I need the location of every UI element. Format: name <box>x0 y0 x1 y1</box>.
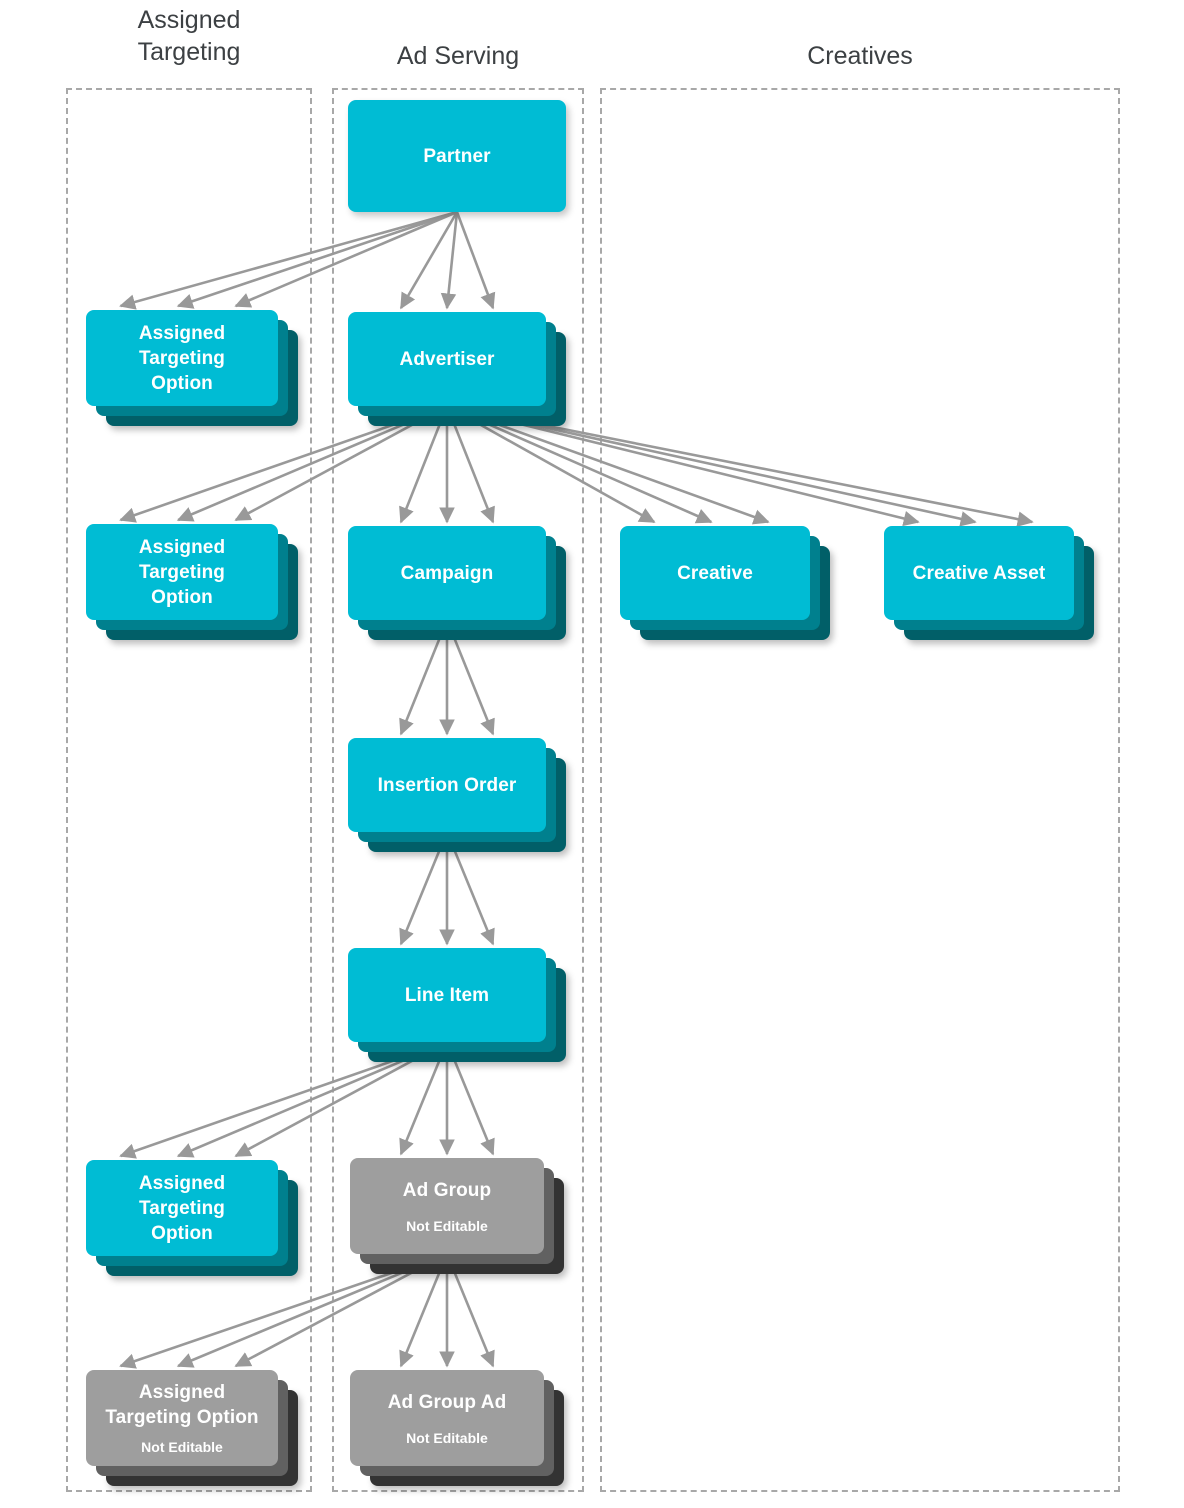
node-ato-partner-label: Assigned Targeting Option <box>139 321 225 396</box>
node-advertiser-card: Advertiser <box>348 312 546 406</box>
label-line: Assigned <box>138 1172 226 1194</box>
node-ato-ad-group-card: Assigned Targeting Option Not Editable <box>86 1370 278 1466</box>
label-line: Assigned <box>138 1382 226 1403</box>
node-ad-group-ad-card: Ad Group Ad Not Editable <box>350 1370 544 1466</box>
node-ato-line-item-card: Assigned Targeting Option <box>86 1160 278 1256</box>
node-ato-line-item-label: Assigned Targeting Option <box>139 1171 225 1246</box>
node-creative-asset-label: Creative Asset <box>912 562 1046 584</box>
node-ato-advertiser[interactable]: Assigned Targeting Option <box>86 524 298 640</box>
node-line-item-card: Line Item <box>348 948 546 1042</box>
node-ato-advertiser-card: Assigned Targeting Option <box>86 524 278 620</box>
node-campaign[interactable]: Campaign <box>348 526 566 640</box>
node-insertion-order-card: Insertion Order <box>348 738 546 832</box>
node-ad-group-sublabel: Not Editable <box>406 1217 488 1234</box>
node-partner[interactable]: Partner <box>348 100 566 212</box>
node-partner-label: Partner <box>423 145 491 167</box>
node-ad-group-label: Ad Group <box>402 1179 492 1201</box>
label-line: Assigned <box>138 536 226 558</box>
column-header-line-1: Assigned <box>137 6 241 34</box>
column-header-creatives: Creatives <box>807 42 913 70</box>
label-line: Option <box>151 1222 213 1244</box>
node-partner-card: Partner <box>348 100 566 212</box>
node-advertiser[interactable]: Advertiser <box>348 312 566 426</box>
node-creative[interactable]: Creative <box>620 526 830 640</box>
label-line: Assigned <box>138 322 226 344</box>
node-advertiser-label: Advertiser <box>399 348 495 370</box>
node-ato-ad-group-sublabel: Not Editable <box>141 1439 223 1455</box>
node-campaign-label: Campaign <box>400 562 494 584</box>
node-ad-group-ad[interactable]: Ad Group Ad Not Editable <box>350 1370 564 1486</box>
label-line: Targeting <box>138 1197 226 1219</box>
node-creative-card: Creative <box>620 526 810 620</box>
column-header-ad-serving: Ad Serving <box>396 42 520 70</box>
group-box-creatives <box>600 88 1120 1492</box>
label-line: Targeting <box>138 347 226 369</box>
node-creative-label: Creative <box>677 562 753 584</box>
node-ad-group-ad-sublabel: Not Editable <box>406 1429 488 1446</box>
label-line: Targeting <box>138 561 226 583</box>
node-line-item[interactable]: Line Item <box>348 948 566 1062</box>
node-ad-group[interactable]: Ad Group Not Editable <box>350 1158 564 1274</box>
group-box-ad-serving <box>332 88 584 1492</box>
column-header-assigned-targeting: Assigned Targeting <box>66 4 312 68</box>
group-box-assigned-targeting <box>66 88 312 1492</box>
node-campaign-card: Campaign <box>348 526 546 620</box>
label-line: Targeting Option <box>105 1407 259 1428</box>
label-line: Option <box>151 586 213 608</box>
node-ato-ad-group-label: Assigned Targeting Option <box>105 1380 258 1430</box>
node-insertion-order-label: Insertion Order <box>377 774 517 796</box>
node-creative-asset[interactable]: Creative Asset <box>884 526 1094 640</box>
node-ato-ad-group[interactable]: Assigned Targeting Option Not Editable <box>86 1370 298 1486</box>
label-line: Option <box>151 372 213 394</box>
column-header-line-2: Targeting <box>137 38 241 66</box>
node-insertion-order[interactable]: Insertion Order <box>348 738 566 852</box>
node-ato-partner[interactable]: Assigned Targeting Option <box>86 310 298 426</box>
node-ad-group-card: Ad Group Not Editable <box>350 1158 544 1254</box>
node-line-item-label: Line Item <box>404 984 490 1006</box>
node-ad-group-ad-label: Ad Group Ad <box>387 1391 507 1413</box>
node-ato-line-item[interactable]: Assigned Targeting Option <box>86 1160 298 1276</box>
node-ato-partner-card: Assigned Targeting Option <box>86 310 278 406</box>
node-creative-asset-card: Creative Asset <box>884 526 1074 620</box>
node-ato-advertiser-label: Assigned Targeting Option <box>139 535 225 610</box>
